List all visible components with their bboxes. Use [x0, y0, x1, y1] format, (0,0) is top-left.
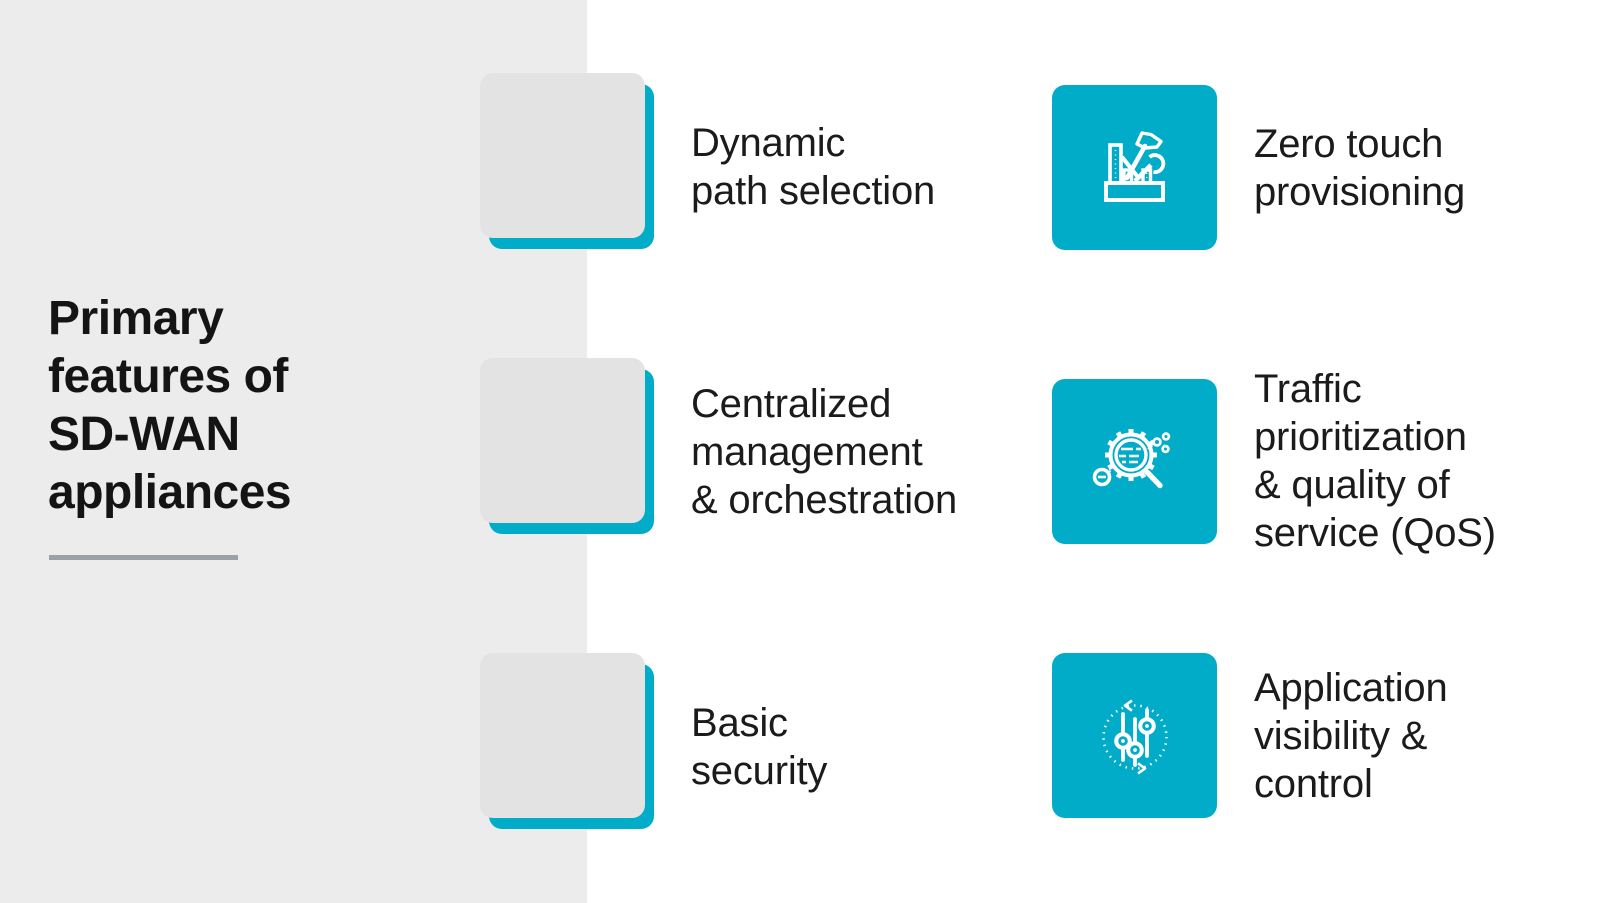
feature-traffic-prioritization: Traffic prioritization & quality of serv… [1052, 365, 1496, 557]
feature-label-line: management [691, 429, 923, 474]
feature-tile-traffic-prioritization [1052, 378, 1217, 544]
feature-label-line: prioritization [1254, 415, 1467, 459]
title-underline-rule [49, 555, 238, 560]
page-title-line: appliances [48, 466, 292, 519]
feature-label-line: Centralized [691, 381, 892, 426]
page-title-line: features of [48, 350, 288, 403]
feature-label-line: Traffic [1254, 367, 1362, 411]
feature-label: Dynamic path selection [691, 119, 935, 215]
tile-shadow [480, 358, 645, 523]
feature-tile-basic-security [480, 653, 654, 829]
feature-label-line: service (QoS) [1254, 511, 1496, 555]
page-title-line: SD-WAN [48, 408, 240, 461]
feature-label-line: Application [1254, 665, 1448, 710]
feature-tile-dynamic-path-selection [480, 73, 654, 249]
feature-label-line: Zero touch [1254, 121, 1444, 166]
feature-label: Traffic prioritization & quality of serv… [1254, 365, 1496, 557]
feature-tile-zero-touch-provisioning [1052, 85, 1217, 250]
feature-label: Application visibility & control [1254, 664, 1448, 808]
tile-shadow [480, 653, 645, 818]
feature-label: Centralized management & orchestration [691, 380, 957, 524]
feature-label-line: Dynamic [691, 120, 846, 165]
page-title-line: Primary [48, 292, 224, 345]
sliders-cycle-icon [1101, 698, 1168, 775]
feature-centralized-management: Centralized management & orchestration [480, 358, 957, 534]
feature-label: Basic security [691, 699, 827, 795]
page-title: Primary features of SD-WAN appliances [48, 290, 292, 522]
feature-label-line: control [1254, 761, 1373, 806]
feature-zero-touch-provisioning: Zero touch provisioning [1052, 85, 1465, 250]
feature-label-line: visibility & [1254, 713, 1428, 758]
feature-label-line: & orchestration [691, 477, 958, 522]
feature-label-line: security [691, 748, 828, 793]
toolbox-icon [1103, 130, 1165, 202]
feature-label-line: & quality of [1254, 463, 1450, 507]
feature-dynamic-path-selection: Dynamic path selection [480, 73, 935, 249]
feature-tile-application-visibility [1052, 653, 1217, 818]
feature-basic-security: Basic security [480, 653, 827, 829]
gear-magnifier-icon [1092, 429, 1170, 489]
feature-tile-centralized-management [480, 358, 654, 534]
feature-label: Zero touch provisioning [1254, 120, 1465, 216]
tile-shadow [480, 73, 645, 238]
feature-label-line: path selection [691, 168, 936, 213]
feature-label-line: provisioning [1254, 169, 1466, 214]
feature-label-line: Basic [691, 700, 788, 745]
feature-application-visibility: Application visibility & control [1052, 653, 1448, 818]
